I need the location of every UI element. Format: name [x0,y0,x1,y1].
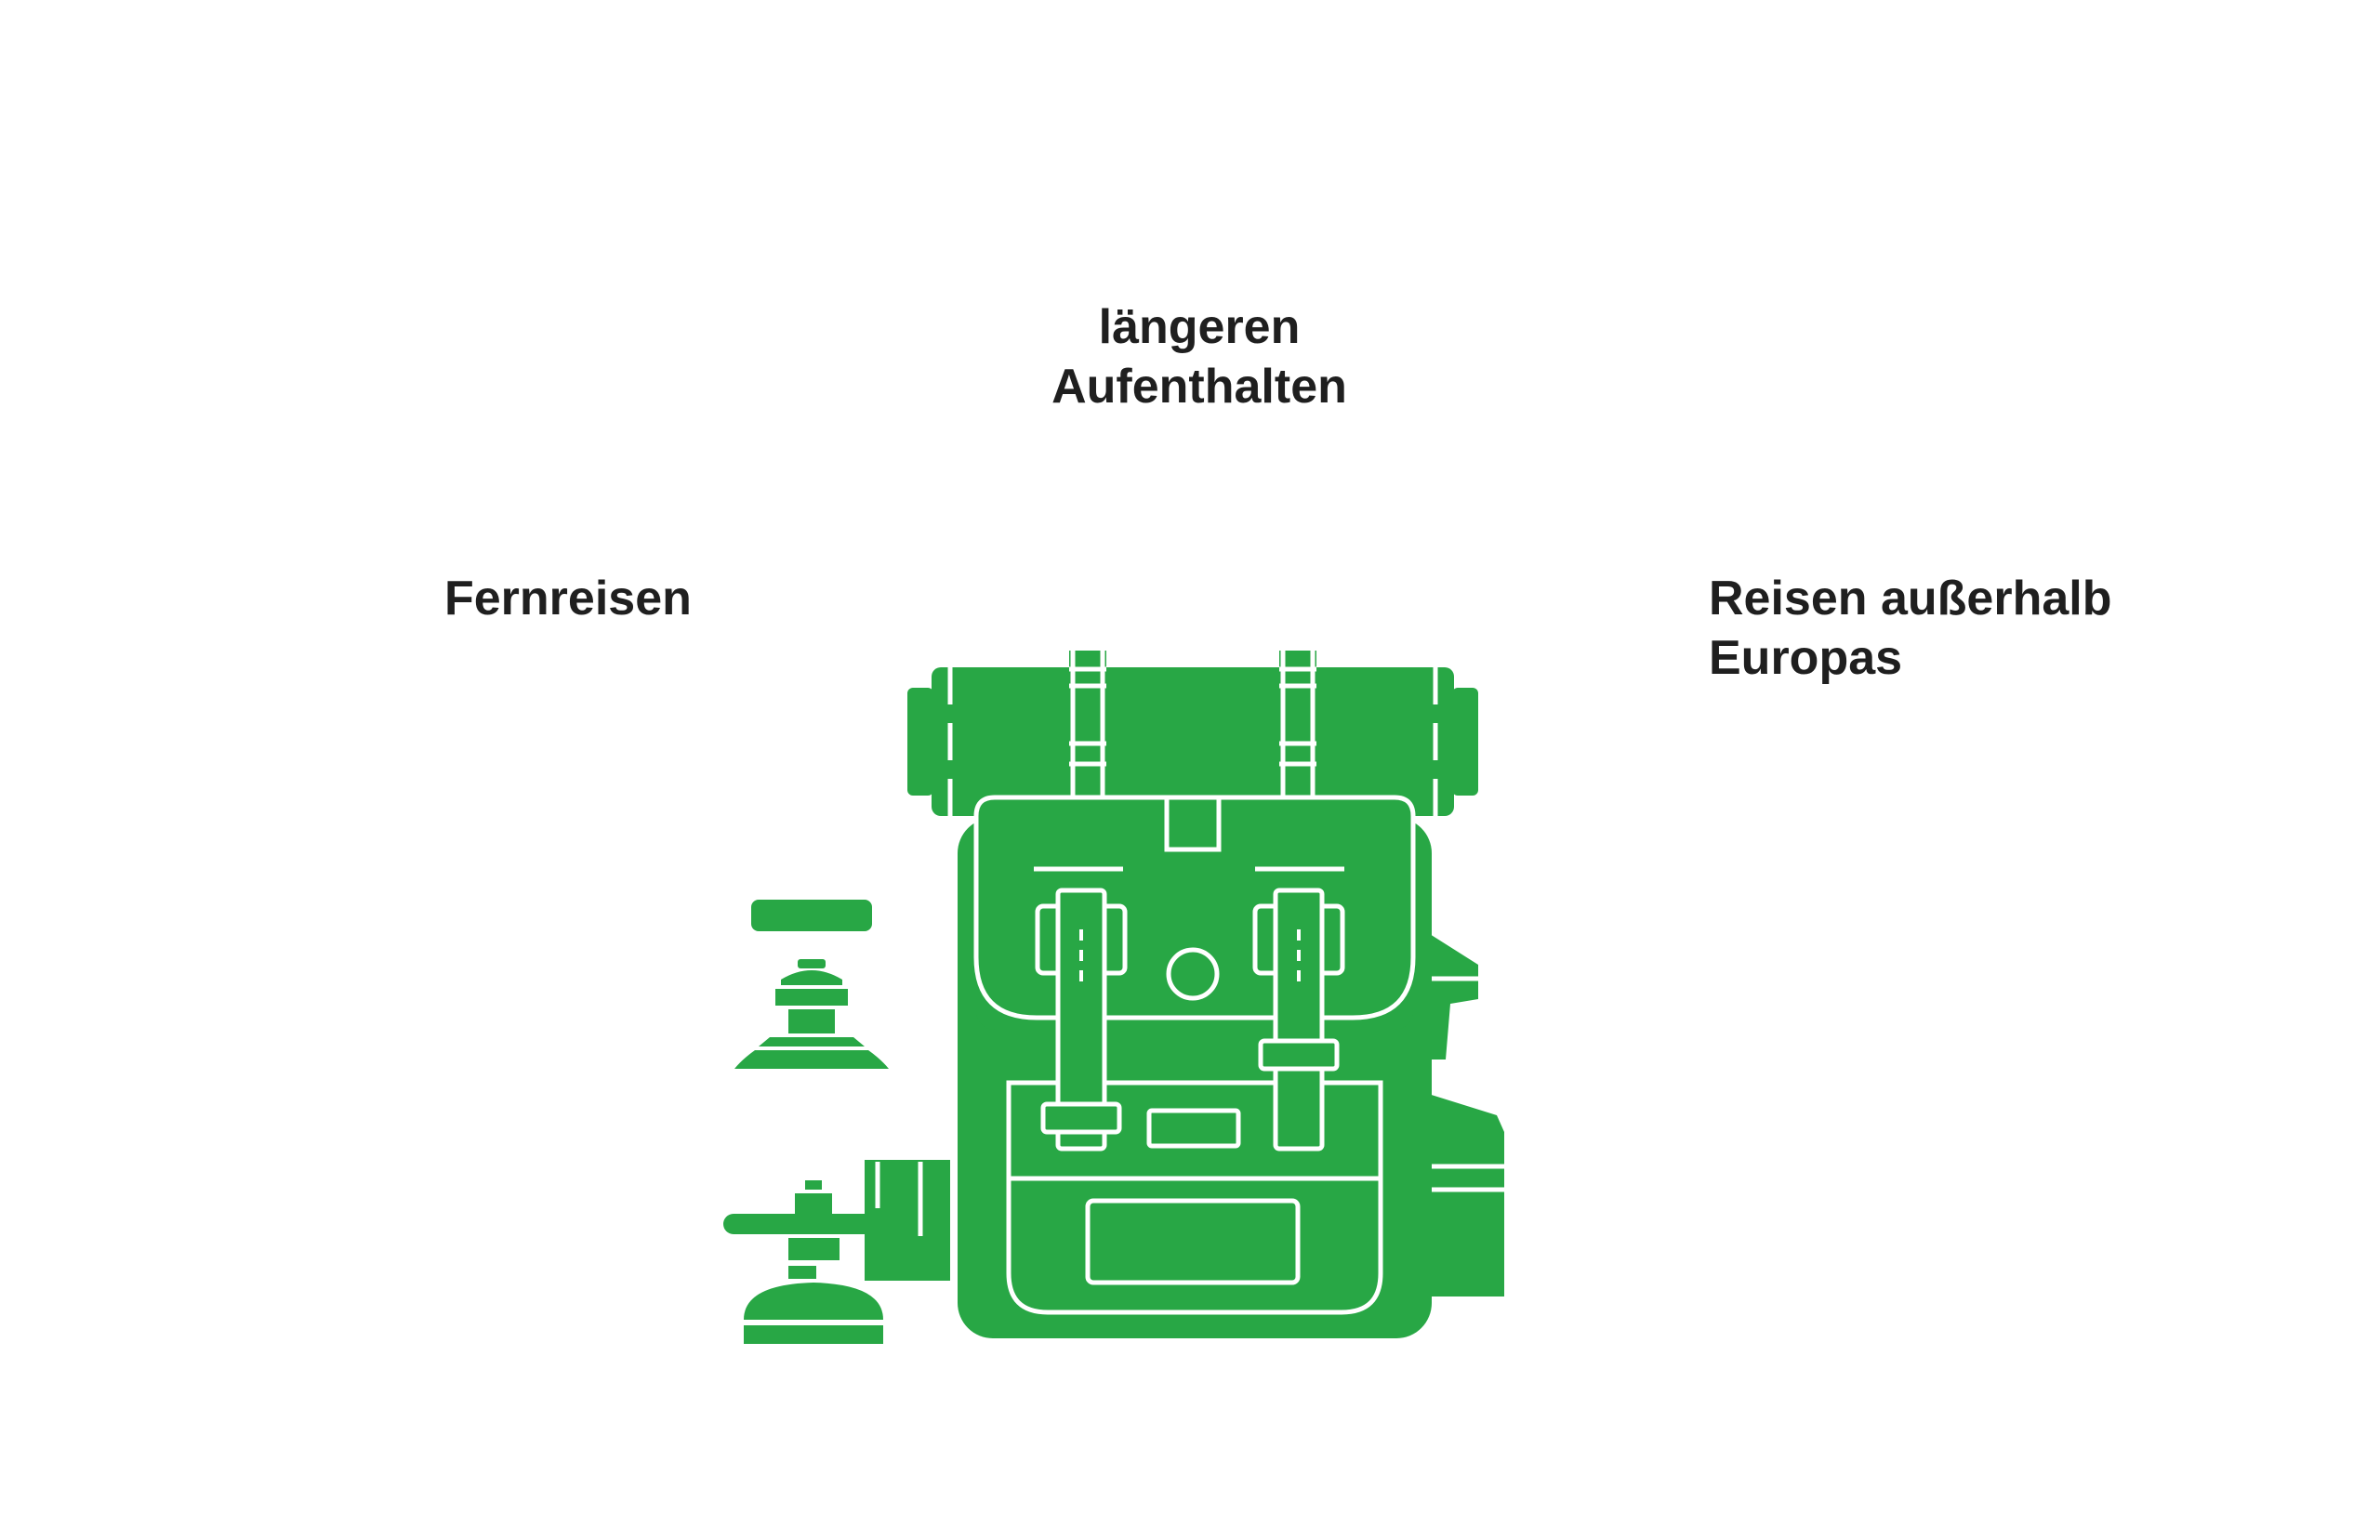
label-long-distance-travel-line-1: Fernreisen [444,572,692,625]
backpack-icon [958,795,1432,1338]
camping-lantern-icon [734,900,889,1069]
label-travel-outside-europe: Reisen außerhalb Europas [1709,569,2111,688]
side-pockets-right-icon [1422,929,1508,1296]
side-pocket-left-icon [865,1160,950,1281]
label-longer-stays: längeren Aufenthalten [930,297,1469,416]
label-travel-outside-europe-line-1: Reisen außerhalb [1709,572,2112,625]
label-long-distance-travel: Fernreisen [444,569,692,628]
camping-stove-icon [723,1180,909,1344]
label-longer-stays-line-2: Aufenthalten [1051,360,1347,414]
front-strap-left [1035,888,1128,1152]
label-travel-outside-europe-line-2: Europas [1709,631,1903,685]
front-strap-right [1252,888,1345,1152]
backpack-illustration [723,651,1508,1344]
label-longer-stays-line-1: längeren [1098,300,1301,354]
